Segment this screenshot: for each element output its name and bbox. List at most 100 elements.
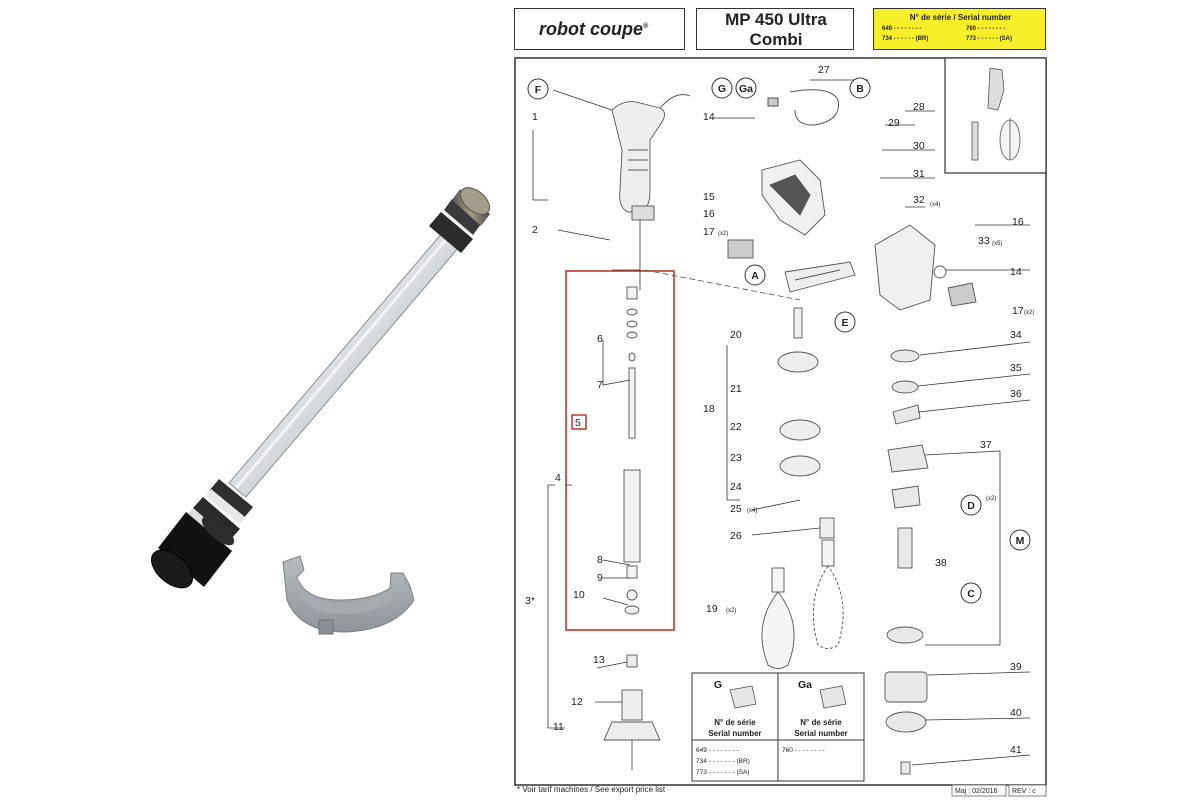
whisk-drawing [761, 539, 844, 669]
item-label: 7 [597, 379, 603, 391]
letter-label: E [841, 317, 848, 329]
letter-label: F [535, 84, 542, 96]
serial-col-header: Serial number [794, 729, 847, 738]
item-label: 24 [730, 481, 742, 493]
item-label: 28 [913, 101, 925, 113]
quantity-label: (x2) [1024, 310, 1034, 316]
item-label: 25 [730, 503, 742, 515]
item-label: 39 [1010, 661, 1022, 673]
letter-circles [527, 77, 1031, 604]
serial-row: 734 - - - - - - - (BR) [696, 758, 750, 765]
letter-label: Ga [739, 83, 753, 95]
motor-unit-drawing [611, 94, 691, 221]
item-label: 11 [553, 721, 564, 733]
letter-label: B [856, 83, 864, 95]
item-label: 19 [706, 603, 718, 615]
item-label: 14 [703, 111, 715, 123]
model-box: MP 450 Ultra Combi [696, 8, 854, 50]
item-label: 31 [913, 168, 925, 180]
serial-entry: 734 - - - - - - (BR) [882, 36, 929, 42]
handle-drawing [727, 159, 826, 259]
item-label: 16 [1012, 216, 1024, 228]
gearbox-drawing [874, 224, 977, 311]
update-date: Maj : 02/2016 [955, 788, 998, 795]
item-label: 3* [525, 595, 535, 607]
shaft-assembly-drawing [623, 286, 641, 615]
top-cap [429, 187, 491, 253]
overview-thumbnail [971, 67, 1021, 161]
item-label: 18 [703, 403, 715, 415]
coupling-drawing [777, 307, 835, 539]
blade-head [151, 512, 235, 589]
item-labels: 1 2 3* 4 5 6 7 8 9 10 11 12 13 14 14 15 … [525, 64, 1024, 756]
item-label: 1 [532, 111, 538, 123]
item-label: 16 [703, 208, 715, 220]
serial-table: G Ga N° de série Serial number N° de sér… [691, 672, 865, 782]
cable-drawing [767, 89, 840, 126]
quantity-label: (x4) [930, 202, 940, 208]
quantity-label: (x2) [986, 496, 996, 502]
item-label: 13 [593, 654, 605, 666]
item-label: 37 [980, 439, 992, 451]
item-label: 40 [1010, 707, 1022, 719]
shaft-tube [228, 224, 467, 498]
item-label: 38 [935, 557, 947, 569]
item-label: 20 [730, 329, 742, 341]
item-label: 26 [730, 530, 742, 542]
serial-box: N° de série / Serial number 649 - - - - … [873, 8, 1046, 50]
model-line-1: MP 450 Ultra [725, 10, 827, 29]
quantity-label: (x2) [718, 231, 728, 237]
leader-lines [532, 79, 1031, 766]
item-label: 33 [978, 235, 990, 247]
item-label: 14 [1010, 266, 1022, 278]
item-label: 17 [703, 226, 715, 238]
serial-col-header: N° de série [714, 718, 756, 727]
bell-drawing [603, 654, 661, 770]
item-label: 12 [571, 696, 583, 708]
item-label: 34 [1010, 329, 1022, 341]
letter-label: A [751, 270, 759, 282]
quantity-label: (x5) [992, 241, 1002, 247]
quantity-label: (x4) [747, 508, 757, 514]
footnote: * Voir tarif machines / See export price… [517, 785, 666, 794]
item-label: 36 [1010, 388, 1022, 400]
serial-col-header: N° de série [800, 718, 842, 727]
serial-header: N° de série / Serial number [909, 13, 1012, 22]
item-label: 41 [1010, 744, 1022, 756]
item-label: 6 [597, 333, 603, 345]
highlight-box [565, 270, 675, 631]
serial-row: 649 - - - - - - - - [696, 747, 739, 754]
item-label: 27 [818, 64, 830, 76]
letter-label: G [718, 83, 726, 95]
quantity-label: (x2) [726, 608, 736, 614]
item-label: 15 [703, 191, 715, 203]
serial-col-header: Serial number [708, 729, 761, 738]
item-label: 17 [1012, 305, 1024, 317]
item-label: 10 [573, 589, 585, 601]
item-label: 32 [913, 194, 925, 206]
product-photo [0, 0, 500, 800]
switch-board-drawing [784, 261, 856, 293]
serial-entry: 773 - - - - - - (SA) [966, 36, 1012, 42]
brand-logo: robot coupe® [539, 19, 649, 39]
item-label: 23 [730, 452, 742, 464]
item-label: 29 [888, 117, 900, 129]
clip-photo [282, 555, 415, 635]
revision: REV : c [1012, 788, 1036, 795]
letter-label: C [967, 588, 975, 600]
item-label: 9 [597, 572, 603, 584]
item-label: 5 [575, 417, 581, 429]
quantity-labels: (x2) (x2) (x4) (x5) (x4) (x2) (x2) [718, 202, 1034, 614]
letter-label: D [967, 500, 975, 512]
item-label: 8 [597, 554, 603, 566]
shaft-photo [151, 187, 491, 635]
item-label: 22 [730, 421, 742, 433]
item-label: 35 [1010, 362, 1022, 374]
brand-box: robot coupe® [514, 8, 685, 50]
item-label: 21 [730, 383, 742, 395]
serial-col-letter: G [714, 679, 722, 691]
model-line-2: Combi [749, 30, 803, 49]
exploded-view: F G Ga B A E D M C 1 2 3* 4 5 6 7 8 9 10… [514, 57, 1047, 797]
serial-entry: 760 - - - - - - - - [966, 26, 1006, 32]
letter-labels: F G Ga B A E D M C [535, 83, 1025, 600]
